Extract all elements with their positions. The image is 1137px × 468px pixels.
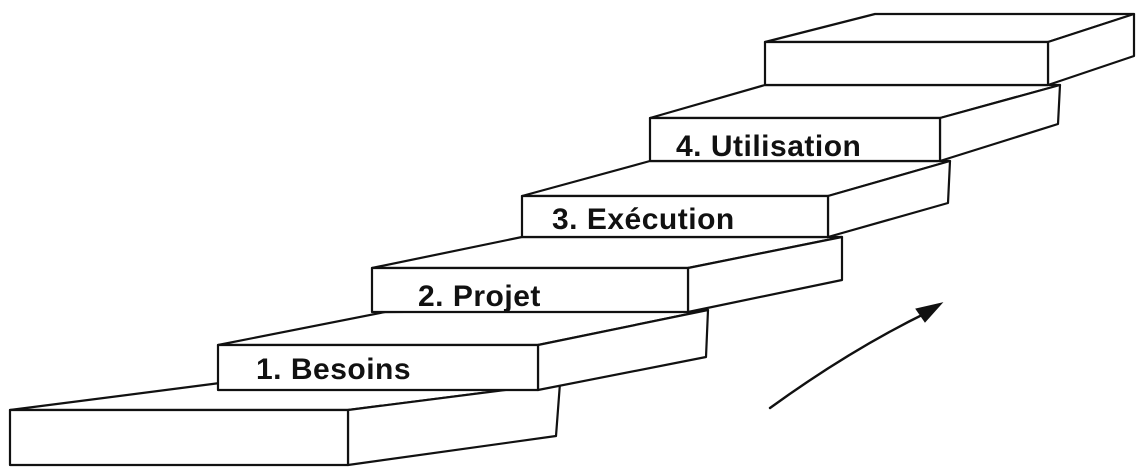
- step-2-front: [370, 266, 690, 314]
- step-3-front: [520, 194, 830, 239]
- step-3: 3. Exécution: [520, 159, 952, 239]
- step-2-label: 2. Projet: [418, 280, 541, 313]
- step-0: [8, 381, 562, 467]
- step-1-label: 1. Besoins: [256, 353, 411, 386]
- upward-curved-arrow-icon: [768, 302, 944, 410]
- step-4-front: [648, 116, 942, 163]
- step-2: 2. Projet: [370, 235, 844, 314]
- arrow-shaft: [768, 310, 930, 410]
- step-5-front: [763, 40, 1050, 87]
- step-4: 4. Utilisation: [648, 83, 1062, 163]
- step-3-label: 3. Exécution: [552, 203, 735, 236]
- arrow-head: [915, 302, 944, 323]
- step-0-front: [8, 408, 350, 467]
- step-5: [763, 12, 1136, 87]
- step-1: 1. Besoins: [216, 308, 710, 392]
- step-1-front: [216, 343, 540, 392]
- step-4-label: 4. Utilisation: [676, 130, 861, 163]
